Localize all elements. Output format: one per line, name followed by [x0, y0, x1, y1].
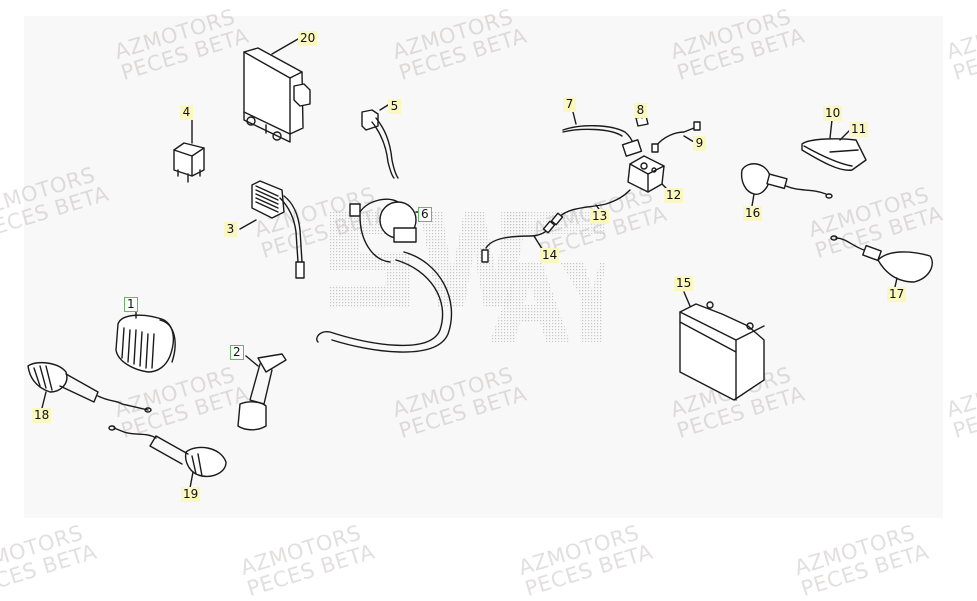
part-6-ignition-coil[interactable] — [316, 198, 453, 353]
callout-3[interactable]: 3 — [224, 222, 237, 237]
part-17-turn-signal[interactable] — [830, 235, 933, 283]
callout-12[interactable]: 12 — [664, 188, 684, 203]
part-15-battery[interactable] — [679, 301, 765, 401]
part-14-wire-lead[interactable] — [481, 220, 556, 263]
callout-17[interactable]: 17 — [887, 287, 907, 302]
part-20-cdi-unit[interactable] — [243, 47, 311, 143]
part-16-turn-signal[interactable] — [740, 163, 833, 199]
callout-5[interactable]: 5 — [388, 99, 401, 114]
part-13-wire-lead[interactable] — [550, 189, 631, 226]
callout-11[interactable]: 11 — [849, 122, 869, 137]
parts-drawing — [27, 38, 933, 489]
callout-20[interactable]: 20 — [298, 31, 318, 46]
callout-13[interactable]: 13 — [590, 209, 610, 224]
part-2-spark-plug-cap[interactable] — [237, 353, 287, 431]
callout-15[interactable]: 15 — [674, 276, 694, 291]
part-7-12-switch-assembly[interactable] — [562, 115, 701, 193]
callout-4[interactable]: 4 — [180, 105, 193, 120]
callout-19[interactable]: 19 — [181, 487, 201, 502]
callout-2[interactable]: 2 — [230, 345, 244, 360]
callout-6[interactable]: 6 — [418, 207, 432, 222]
part-1-headlight[interactable] — [115, 314, 176, 373]
part-10-11-reflector[interactable] — [801, 138, 867, 171]
callout-14[interactable]: 14 — [540, 248, 560, 263]
callout-7[interactable]: 7 — [563, 97, 576, 112]
callout-9[interactable]: 9 — [693, 136, 706, 151]
part-5-connector[interactable] — [361, 109, 399, 179]
part-4-relay[interactable] — [173, 142, 205, 183]
part-3-regulator[interactable] — [251, 180, 305, 279]
callout-16[interactable]: 16 — [743, 206, 763, 221]
part-19-turn-signal[interactable] — [108, 425, 227, 478]
callout-8[interactable]: 8 — [634, 103, 647, 118]
callout-18[interactable]: 18 — [32, 408, 52, 423]
callout-1[interactable]: 1 — [124, 297, 138, 312]
part-18-turn-signal[interactable] — [27, 361, 152, 413]
callout-10[interactable]: 10 — [823, 106, 843, 121]
